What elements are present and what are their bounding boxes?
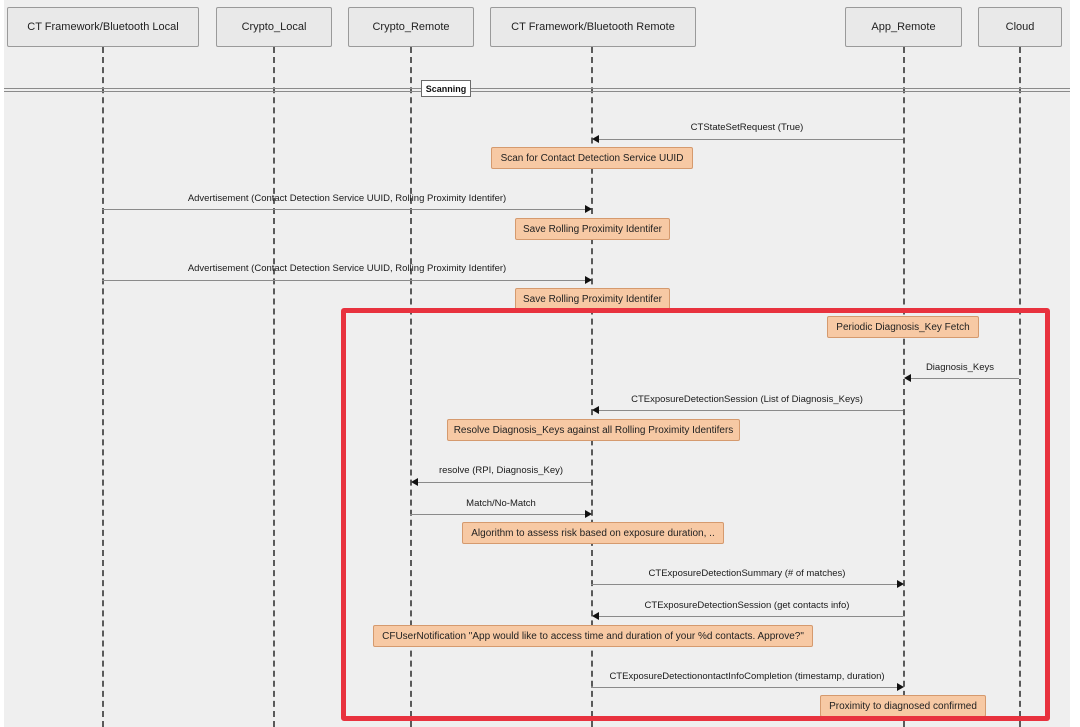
message-line-exposure-session-contacts (597, 616, 903, 617)
message-line-ct-state-set-request (597, 139, 903, 140)
message-label-exposure-session-list: CTExposureDetectionSession (List of Diag… (631, 394, 863, 405)
participant-crypto-remote: Crypto_Remote (348, 7, 474, 47)
message-line-exposure-session-list (597, 410, 903, 411)
sequence-diagram (4, 0, 1070, 727)
participant-ct-framework-local: CT Framework/Bluetooth Local (7, 7, 199, 47)
note-save-rpi-1: Save Rolling Proximity Identifer (515, 218, 670, 240)
lifeline-crypto-remote (410, 47, 412, 727)
note-resolve-keys: Resolve Diagnosis_Keys against all Rolli… (447, 419, 740, 441)
arrowhead-ct-state-set-request (592, 135, 599, 143)
message-label-resolve-rpi: resolve (RPI, Diagnosis_Key) (438, 465, 564, 476)
lifeline-cloud (1019, 47, 1021, 727)
arrowhead-advertisement-1 (585, 205, 592, 213)
message-label-exposure-summary: CTExposureDetectionSummary (# of matches… (648, 568, 846, 579)
participant-ct-framework-remote: CT Framework/Bluetooth Remote (490, 7, 696, 47)
message-label-match: Match/No-Match (466, 498, 536, 509)
participant-crypto-local: Crypto_Local (216, 7, 332, 47)
participant-cloud: Cloud (978, 7, 1062, 47)
arrowhead-exposure-summary (897, 580, 904, 588)
lifeline-ct-framework-local (102, 47, 104, 727)
note-user-notification: CFUserNotification "App would like to ac… (373, 625, 813, 647)
section-divider-top (4, 88, 1070, 89)
participant-app-remote: App_Remote (845, 7, 962, 47)
lifeline-app-remote (903, 47, 905, 727)
arrowhead-exposure-session-contacts (592, 612, 599, 620)
section-divider-bottom (4, 91, 1070, 92)
note-algorithm: Algorithm to assess risk based on exposu… (462, 522, 724, 544)
lifeline-ct-framework-remote (591, 47, 593, 727)
arrowhead-match (585, 510, 592, 518)
note-save-rpi-2: Save Rolling Proximity Identifer (515, 288, 670, 310)
message-label-exposure-session-contacts: CTExposureDetectionSession (get contacts… (644, 600, 850, 611)
message-label-diagnosis-keys: Diagnosis_Keys (925, 362, 995, 373)
note-scan-service: Scan for Contact Detection Service UUID (491, 147, 693, 169)
message-line-diagnosis-keys (909, 378, 1019, 379)
message-label-advertisement-2: Advertisement (Contact Detection Service… (187, 263, 507, 274)
note-periodic-fetch: Periodic Diagnosis_Key Fetch (827, 316, 979, 338)
arrowhead-contact-info-completion (897, 683, 904, 691)
arrowhead-exposure-session-list (592, 406, 599, 414)
message-line-contact-info-completion (591, 687, 897, 688)
message-label-ct-state-set-request: CTStateSetRequest (True) (690, 122, 804, 133)
message-line-advertisement-2 (102, 280, 586, 281)
message-line-match (410, 514, 586, 515)
message-line-exposure-summary (591, 584, 897, 585)
message-label-contact-info-completion: CTExposureDetectionontactInfoCompletion … (609, 671, 885, 682)
arrowhead-resolve-rpi (411, 478, 418, 486)
highlight-frame (341, 308, 1050, 721)
message-line-resolve-rpi (416, 482, 591, 483)
message-label-advertisement-1: Advertisement (Contact Detection Service… (187, 193, 507, 204)
arrowhead-advertisement-2 (585, 276, 592, 284)
section-label-scanning: Scanning (421, 80, 471, 97)
lifeline-crypto-local (273, 47, 275, 727)
message-line-advertisement-1 (102, 209, 586, 210)
arrowhead-diagnosis-keys (904, 374, 911, 382)
